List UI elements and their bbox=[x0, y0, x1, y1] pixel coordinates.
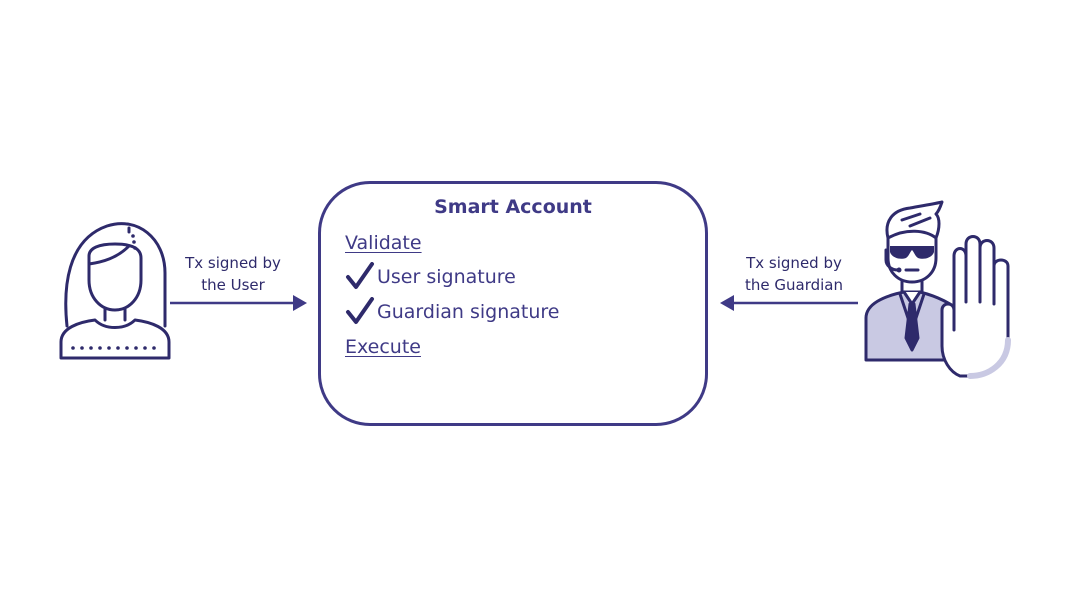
check-row-user-signature: User signature bbox=[345, 262, 516, 292]
user-to-account-arrow bbox=[170, 295, 307, 311]
user-woman-icon bbox=[59, 222, 171, 360]
checkmark-icon bbox=[346, 297, 374, 324]
guardian-stop-hand-icon bbox=[864, 200, 1011, 379]
smart-account-box: Smart Account Validate User signature Gu… bbox=[318, 181, 708, 426]
smart-account-title: Smart Account bbox=[434, 196, 592, 218]
check-label-guardian-signature: Guardian signature bbox=[377, 301, 560, 323]
execute-label: Execute bbox=[345, 336, 421, 358]
guardian-to-account-arrow bbox=[720, 295, 858, 311]
guardian-edge-label-line1: Tx signed by bbox=[746, 254, 842, 272]
check-row-guardian-signature: Guardian signature bbox=[345, 297, 559, 327]
user-edge-label-line2: the User bbox=[201, 276, 265, 294]
checkmark-icon bbox=[346, 262, 374, 289]
validate-label: Validate bbox=[345, 232, 422, 254]
check-label-user-signature: User signature bbox=[377, 266, 516, 288]
guardian-edge-label-line2: the Guardian bbox=[745, 276, 843, 294]
user-edge-label-line1: Tx signed by bbox=[185, 254, 281, 272]
guardian-edge-label: Tx signed by the Guardian bbox=[724, 252, 864, 296]
user-edge-label: Tx signed by the User bbox=[168, 252, 298, 296]
